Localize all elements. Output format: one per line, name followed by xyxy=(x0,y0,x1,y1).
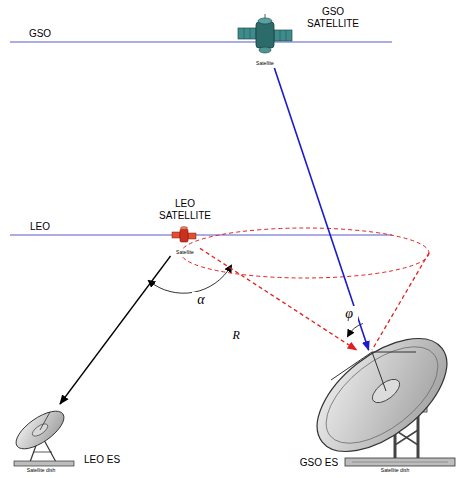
leo-satellite-icon xyxy=(172,227,196,243)
icon-caption: Satellite xyxy=(172,249,198,255)
station-label: LEO ES xyxy=(79,454,125,466)
satellite-label: GSO SATELLITE xyxy=(299,6,367,30)
link-line xyxy=(274,68,368,350)
gso-satellite-icon xyxy=(238,14,292,53)
alpha-arc xyxy=(149,266,231,293)
icon-caption: Satellite dish xyxy=(23,467,59,473)
link-line xyxy=(60,256,171,404)
range-label: R xyxy=(232,328,241,343)
leo-dish-icon xyxy=(10,404,74,466)
leo-earth-station: LEO ESSatellite dish xyxy=(10,404,74,476)
leo-orbit-line xyxy=(10,235,392,236)
orbit-label: LEO xyxy=(24,221,56,233)
beam-edge xyxy=(372,253,429,350)
angle-symbol: φ xyxy=(340,306,358,321)
leo-satellite: LEO SATELLITESatellite xyxy=(170,224,200,256)
gso-satellite: GSO SATELLITESatellite xyxy=(240,18,290,68)
icon-caption: Satellite xyxy=(252,60,278,66)
station-label: GSO ES xyxy=(295,457,343,469)
angle-symbol: α xyxy=(192,292,210,307)
icon-caption: Satellite dish xyxy=(377,467,413,473)
satellite-label: LEO SATELLITE xyxy=(152,198,218,222)
gso-orbit-line xyxy=(10,42,392,43)
gso-earth-station: GSO ES Satellite dish xyxy=(296,350,460,476)
gso-dish-icon xyxy=(297,317,465,474)
orbit-label: GSO xyxy=(24,28,56,40)
beam-ellipse xyxy=(181,228,429,278)
link-line xyxy=(200,248,357,350)
